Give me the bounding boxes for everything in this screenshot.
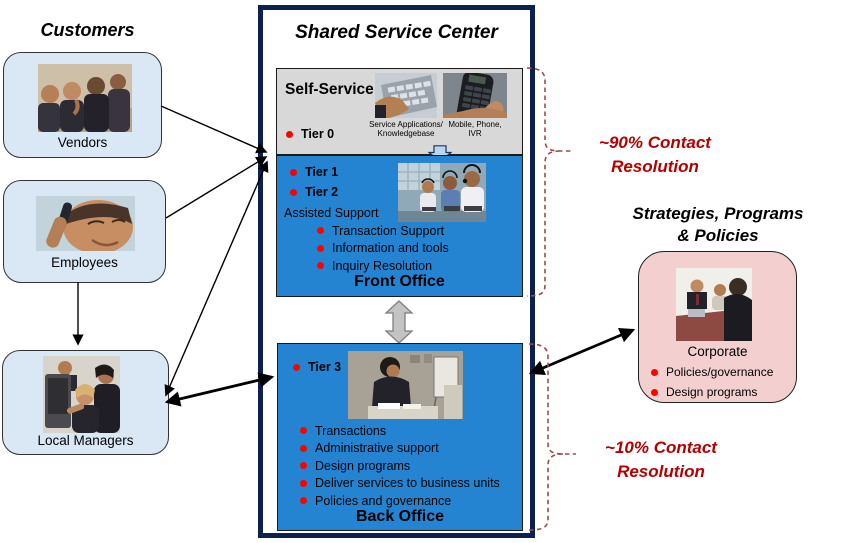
corporate-label: Corporate — [687, 344, 748, 359]
front-office-box: Tier 1 Tier 2 Assisted Support Transacti… — [276, 155, 523, 297]
corporate-box: Corporate Policies/governance Design pro… — [638, 251, 797, 403]
front-office-label: Front Office — [354, 273, 445, 290]
arrow-managers-to-center — [164, 160, 269, 397]
back-office-box: Tier 3 Transactions Administrative suppo… — [277, 343, 523, 531]
bullet-icon — [300, 444, 307, 452]
back-office-photo — [348, 351, 463, 419]
arrow-backoffice-corporate — [528, 327, 636, 376]
mobile-phone-photo — [443, 73, 507, 118]
employees-box: Employees — [3, 180, 166, 283]
bullet-icon — [651, 388, 658, 396]
corporate-bullet: Design programs — [651, 382, 773, 402]
call-center-photo — [398, 163, 486, 222]
arrow-employees-to-center — [165, 156, 268, 219]
vendors-photo — [38, 64, 132, 132]
back-office-label: Back Office — [355, 508, 445, 525]
bullet-icon — [317, 227, 324, 235]
bullet-icon — [317, 244, 324, 252]
self-service-box: Self-Service — [276, 68, 523, 155]
brace-10-percent — [528, 343, 576, 531]
tier3-bullet-icon — [293, 364, 300, 372]
tier2-label: Tier 2 — [305, 185, 339, 199]
bullet-icon — [300, 497, 307, 505]
arrow-vendors-to-center — [160, 105, 268, 154]
contact-resolution-90: ~90% Contact Resolution — [599, 133, 711, 176]
tier0-label: Tier 0 — [301, 127, 335, 141]
back-office-bullet: Transactions — [300, 422, 500, 440]
contact-resolution-10: ~10% Contact Resolution — [605, 438, 717, 481]
tier3-label: Tier 3 — [308, 360, 342, 374]
tier0-bullet-icon — [286, 131, 293, 139]
local-managers-box: Local Managers — [2, 350, 169, 455]
bullet-icon — [300, 427, 307, 435]
tier1-bullet-icon — [290, 169, 297, 177]
back-office-bullet: Deliver services to business units — [300, 475, 500, 493]
bullet-icon — [317, 262, 324, 270]
employees-label: Employees — [51, 255, 118, 270]
back-office-bullet: Design programs — [300, 457, 500, 475]
corporate-bullet: Policies/governance — [651, 362, 773, 382]
vendors-box: Vendors — [3, 52, 162, 158]
arrow-managers-backoffice — [164, 372, 275, 407]
local-managers-photo — [43, 356, 120, 433]
back-office-bullet: Policies and governance — [300, 492, 500, 510]
corporate-photo — [676, 268, 752, 341]
tier1-label: Tier 1 — [305, 165, 339, 179]
assisted-support-label: Assisted Support — [284, 206, 379, 220]
customers-title: Customers — [40, 20, 135, 40]
strategies-title: Strategies, Programs & Policies — [632, 204, 804, 245]
shared-service-center-title: Shared Service Center — [295, 22, 498, 43]
front-office-bullet: Inquiry Resolution — [317, 257, 449, 275]
vendors-label: Vendors — [57, 135, 108, 150]
bullet-icon — [300, 479, 307, 487]
tier2-bullet-icon — [290, 189, 297, 197]
service-applications-photo — [375, 73, 437, 118]
bullet-icon — [300, 462, 307, 470]
front-office-bullet: Information and tools — [317, 240, 449, 258]
local-managers-label: Local Managers — [37, 433, 134, 448]
back-office-bullet: Administrative support — [300, 440, 500, 458]
bullet-icon — [651, 368, 658, 376]
self-service-heading: Self-Service — [285, 81, 374, 98]
service-applications-caption: Service Applications/ Knowledgebase — [369, 120, 443, 138]
front-office-bullet: Transaction Support — [317, 222, 449, 240]
employees-photo — [36, 196, 135, 251]
mobile-phone-caption: Mobile, Phone, IVR — [448, 120, 502, 138]
